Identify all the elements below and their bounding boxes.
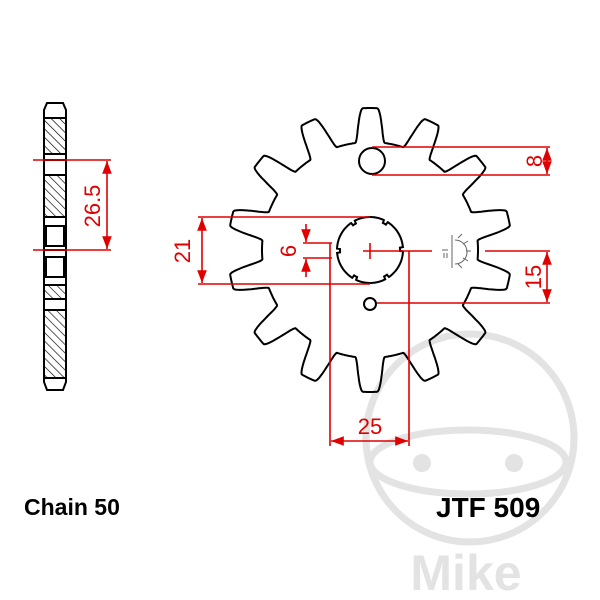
part-number: JTF 509: [436, 492, 541, 523]
watermark-text: Mike: [410, 545, 521, 600]
sprocket-outline: [229, 107, 511, 393]
dim-side-width: 26.5: [80, 185, 105, 228]
bolt-hole-large: [358, 147, 386, 175]
dim-hole-diameter: 8: [522, 155, 547, 167]
dim-hole-offset: 15: [521, 265, 546, 289]
dim-spline-width: 6: [276, 245, 301, 257]
sprocket-side-view: [43, 102, 67, 391]
chain-label: Chain 50: [24, 494, 120, 520]
spline-bore: [335, 216, 405, 284]
surface-symbol-icon: [442, 233, 471, 269]
dim-spline-diameter: 21: [170, 239, 195, 263]
dimension-lines: [33, 146, 552, 446]
dim-hole-spacing: 25: [358, 414, 382, 439]
bolt-hole-small: [363, 297, 377, 311]
